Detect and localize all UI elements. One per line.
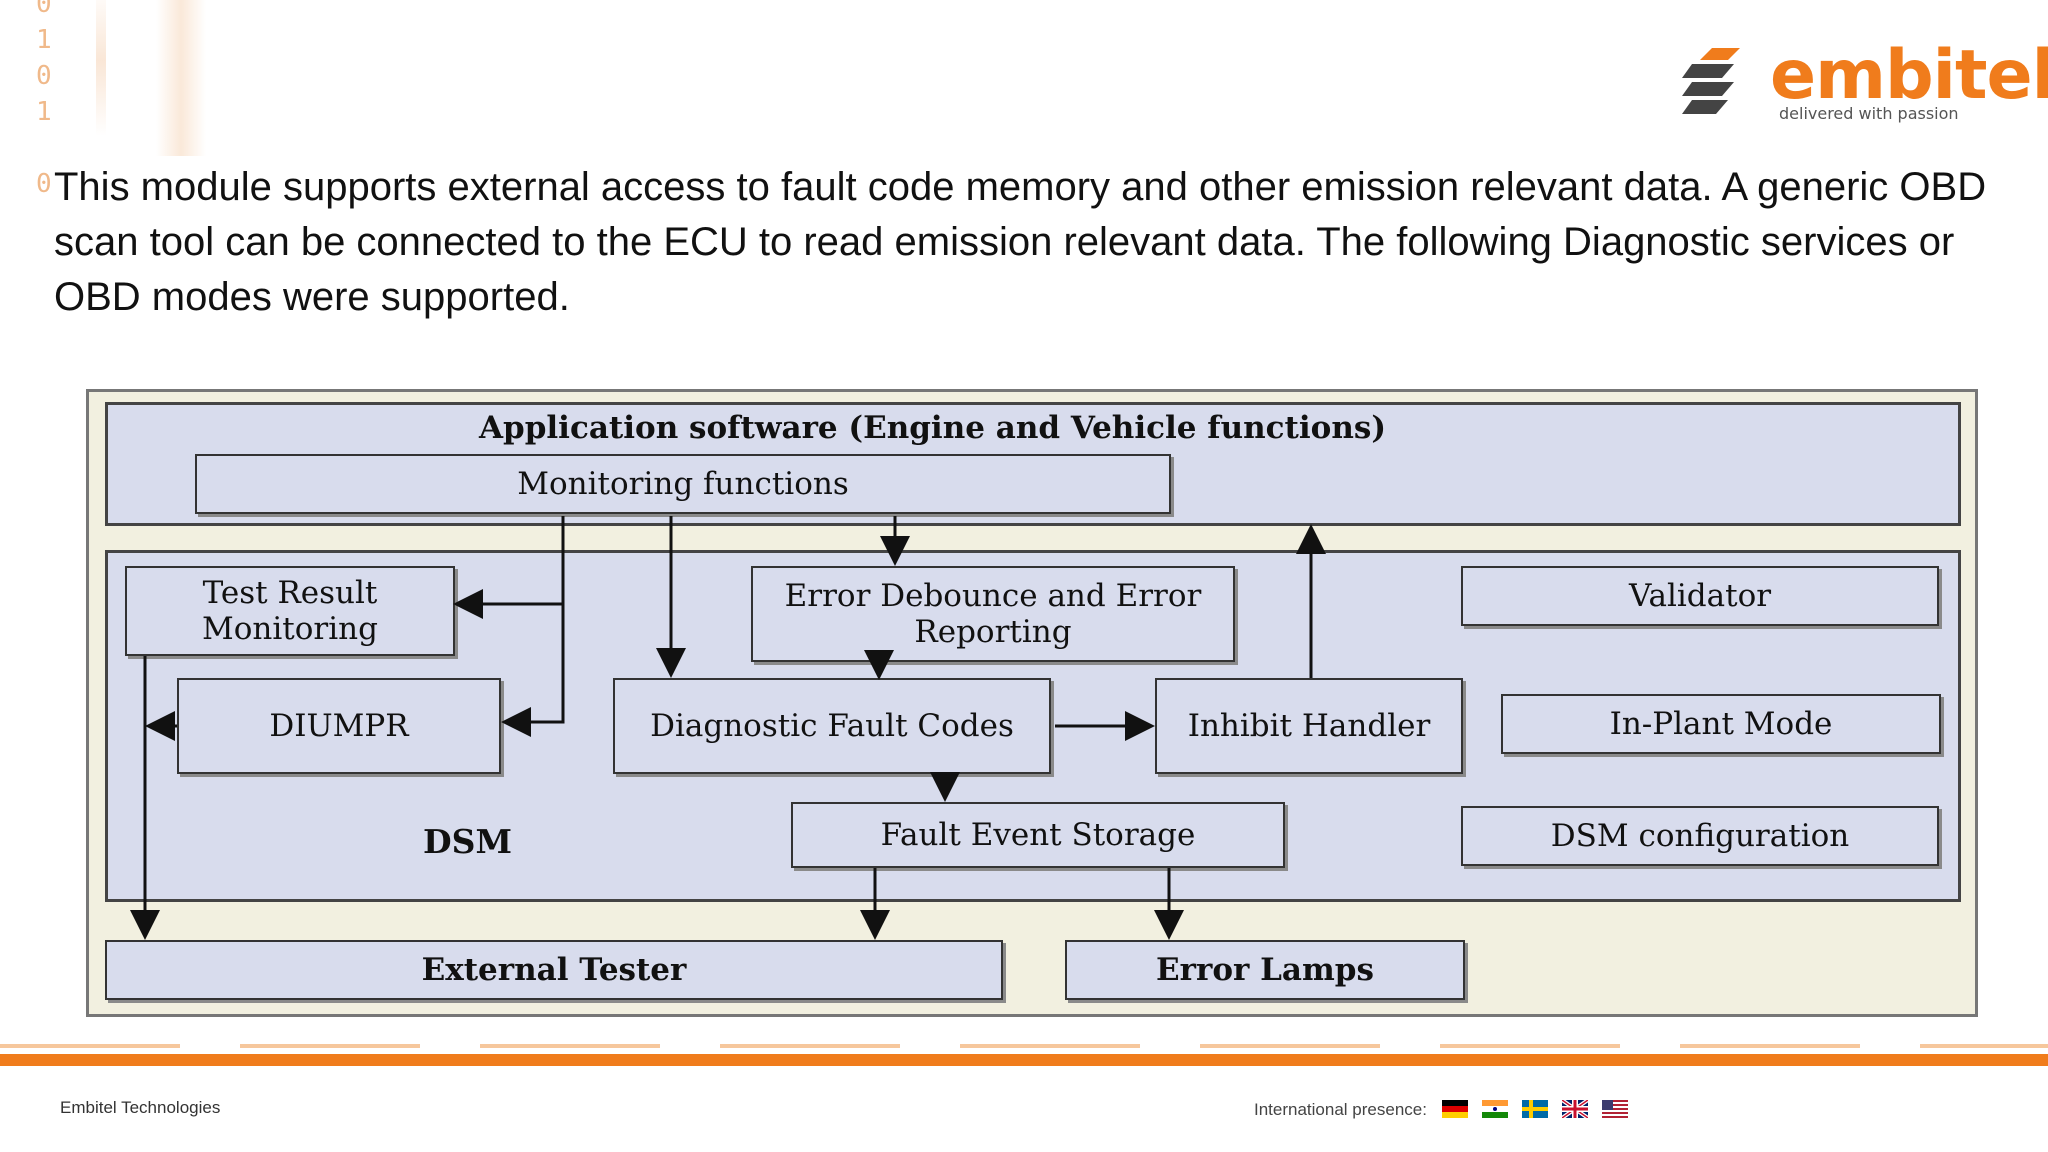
dsm-configuration-label: DSM configuration [1550, 818, 1850, 854]
dsm-configuration-box: DSM configuration [1461, 806, 1939, 866]
india-flag-icon [1482, 1100, 1508, 1118]
footer-dotted-line [0, 1044, 2048, 1048]
test-result-monitoring-box: Test Result Monitoring [125, 566, 455, 656]
diagnostic-fault-codes-box: Diagnostic Fault Codes [613, 678, 1051, 774]
test-result-monitoring-label: Test Result Monitoring [202, 575, 378, 647]
sweden-flag-icon [1522, 1100, 1548, 1118]
error-debounce-label: Error Debounce and Error Reporting [784, 578, 1202, 650]
usa-flag-icon [1602, 1100, 1628, 1118]
company-name: Embitel Technologies [60, 1098, 221, 1117]
error-lamps-box: Error Lamps [1065, 940, 1465, 1000]
logo-stack-icon [1682, 48, 1740, 114]
decor-fade [96, 0, 106, 136]
error-lamps-label: Error Lamps [1156, 952, 1374, 988]
diagnostic-fault-codes-label: Diagnostic Fault Codes [650, 708, 1014, 744]
error-debounce-box: Error Debounce and Error Reporting [751, 566, 1235, 662]
validator-label: Validator [1628, 578, 1772, 614]
fault-event-storage-box: Fault Event Storage [791, 802, 1285, 868]
diumpr-box: DIUMPR [177, 678, 501, 774]
validator-box: Validator [1461, 566, 1939, 626]
international-presence-label: International presence: [1254, 1100, 1427, 1119]
embitel-logo: embitel delivered with passion [1682, 36, 2048, 130]
decor-fade-2 [156, 0, 206, 156]
monitoring-functions-box: Monitoring functions [195, 454, 1171, 514]
inhibit-handler-label: Inhibit Handler [1187, 708, 1431, 744]
in-plant-mode-label: In-Plant Mode [1609, 706, 1833, 742]
in-plant-mode-box: In-Plant Mode [1501, 694, 1941, 754]
intro-paragraph: This module supports external access to … [54, 165, 1987, 319]
application-software-title: Application software (Engine and Vehicle… [479, 410, 1386, 446]
dsm-label: DSM [423, 822, 512, 861]
binary-digits: 0 1 0 1 0 [36, 0, 52, 199]
footer-orange-bar [0, 1054, 2048, 1066]
uk-flag-icon [1562, 1100, 1588, 1118]
binary-decoration: 0 1 0 1 0 [36, 0, 206, 199]
monitoring-functions-label: Monitoring functions [517, 466, 849, 502]
inhibit-handler-box: Inhibit Handler [1155, 678, 1463, 774]
diumpr-label: DIUMPR [269, 708, 409, 744]
fault-event-storage-label: Fault Event Storage [880, 817, 1196, 853]
logo-wordmark: embitel [1770, 36, 2048, 115]
external-tester-box: External Tester [105, 940, 1003, 1000]
flag-list [1442, 1100, 1628, 1120]
germany-flag-icon [1442, 1100, 1468, 1118]
dsm-architecture-diagram: Application software (Engine and Vehicle… [86, 389, 1978, 1017]
external-tester-label: External Tester [421, 952, 687, 988]
logo-tagline: delivered with passion [1779, 104, 1959, 123]
